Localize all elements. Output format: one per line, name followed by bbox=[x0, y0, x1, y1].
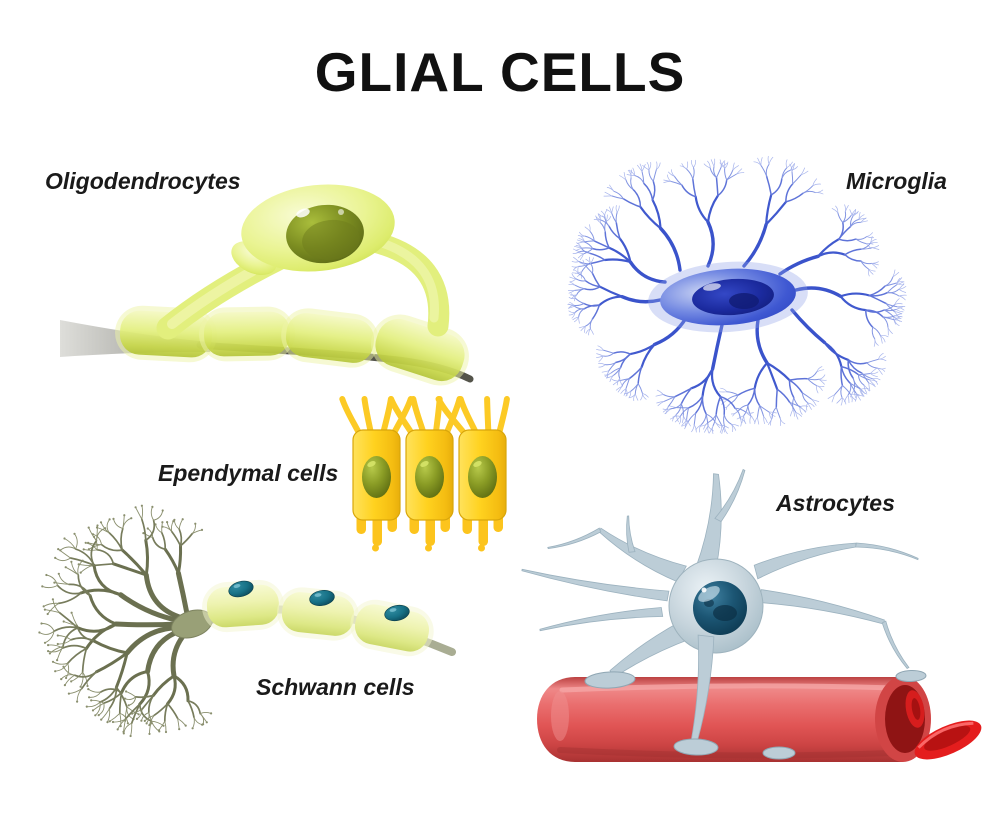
end-foot-pad bbox=[673, 738, 719, 756]
vessel-tube bbox=[537, 677, 903, 762]
astrocyte-body bbox=[668, 558, 764, 654]
cilium bbox=[339, 396, 364, 439]
nucleus-highlight bbox=[367, 461, 376, 467]
nucleus-shade bbox=[302, 219, 360, 261]
astrocyte-process bbox=[626, 515, 636, 553]
vessel-bottom-shade bbox=[557, 747, 893, 759]
astrocyte-processes bbox=[521, 468, 919, 678]
nucleus-highlight bbox=[420, 461, 429, 467]
nucleus-highlight bbox=[703, 283, 721, 291]
microglia-figure bbox=[567, 155, 907, 434]
schwann-nucleus-highlight bbox=[314, 593, 322, 597]
nucleus-highlight bbox=[473, 461, 482, 467]
nucleus-highlight bbox=[296, 208, 310, 218]
label-astrocytes: Astrocytes bbox=[776, 490, 895, 516]
astrocyte-process bbox=[855, 542, 919, 561]
drip-drop bbox=[478, 544, 485, 552]
cell-process-right-highlight bbox=[367, 235, 439, 323]
astrocyte-process bbox=[714, 468, 746, 523]
nucleus bbox=[415, 456, 444, 498]
rbc-rim-highlight bbox=[917, 721, 974, 749]
drip bbox=[372, 514, 382, 546]
nucleus bbox=[468, 456, 497, 498]
ependymal-cells-figure bbox=[339, 396, 510, 552]
astrocyte-process bbox=[598, 527, 687, 583]
nucleus-shade bbox=[729, 293, 759, 309]
blood-vessel bbox=[537, 676, 982, 762]
red-blood-cell bbox=[914, 720, 982, 760]
schwann-nucleus-highlight bbox=[233, 584, 241, 588]
schwann-nucleus-highlight bbox=[389, 608, 397, 612]
nucleus bbox=[362, 456, 391, 498]
nucleus-spot bbox=[713, 605, 737, 621]
end-foot-pad bbox=[762, 746, 796, 760]
rbc-ring bbox=[924, 725, 971, 751]
astrocyte-figure bbox=[521, 468, 982, 762]
label-schwann-cells: Schwann cells bbox=[256, 674, 415, 700]
astrocyte-endfeet bbox=[584, 634, 927, 760]
drip-drop bbox=[372, 544, 379, 552]
oligodendrocyte-figure bbox=[60, 184, 474, 386]
drip bbox=[478, 514, 488, 546]
microglia-branches bbox=[567, 155, 907, 434]
astrocyte-process bbox=[695, 473, 722, 570]
astrocyte-process bbox=[539, 607, 664, 632]
label-ependymal-cells: Ependymal cells bbox=[158, 460, 339, 486]
nucleus-highlight bbox=[698, 586, 720, 602]
label-oligodendrocytes: Oligodendrocytes bbox=[45, 168, 241, 194]
rbc-inside-center bbox=[911, 698, 921, 720]
diagram-title: GLIAL CELLS bbox=[314, 41, 686, 103]
end-foot-pad bbox=[895, 669, 927, 683]
schwann-cells-figure bbox=[38, 504, 456, 738]
nucleus-highlight-dot bbox=[338, 209, 344, 215]
myelin-segments bbox=[202, 579, 434, 657]
end-foot-pad bbox=[584, 671, 636, 689]
label-microglia: Microglia bbox=[846, 168, 947, 194]
drip-drop bbox=[425, 544, 432, 552]
astrocyte-process bbox=[547, 527, 602, 550]
vessel-cap-highlight bbox=[551, 691, 569, 741]
astrocyte-process bbox=[521, 568, 670, 602]
astrocyte-process bbox=[881, 620, 910, 670]
astrocyte-process bbox=[753, 542, 857, 580]
astrocyte-process bbox=[758, 589, 885, 625]
drip bbox=[425, 514, 435, 546]
nucleus-highlight-dot bbox=[701, 587, 707, 593]
